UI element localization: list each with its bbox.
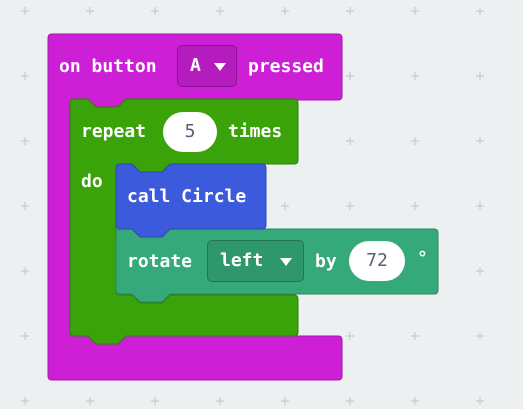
event-prefix-label: on button [59,56,157,77]
grid-plus-mark [476,332,484,340]
grid-plus-mark [281,202,289,210]
grid-plus-mark [476,7,484,15]
rotate-label: rotate [127,251,193,272]
grid-plus-mark [346,202,354,210]
call-circle-label: call Circle [127,186,247,207]
do-label: do [81,171,103,192]
grid-plus-mark [151,397,159,405]
grid-plus-mark [411,332,419,340]
rotate-degrees-input[interactable]: 72 [349,241,405,281]
rotate-direction-value: left [220,250,264,271]
grid-plus-mark [411,202,419,210]
degree-unit-label: ° [417,248,428,269]
grid-plus-mark [346,332,354,340]
rotate-direction-dropdown[interactable]: left [207,240,304,282]
grid-plus-mark [151,7,159,15]
grid-plus-mark [476,72,484,80]
grid-plus-mark [346,137,354,145]
grid-plus-mark [346,7,354,15]
repeat-block[interactable] [69,98,299,345]
grid-plus-mark [346,72,354,80]
repeat-count-input[interactable]: 5 [163,112,217,152]
grid-plus-mark [21,267,29,275]
grid-plus-mark [21,72,29,80]
grid-plus-mark [476,137,484,145]
chevron-down-icon [214,63,226,71]
grid-plus-mark [216,7,224,15]
grid-plus-mark [346,397,354,405]
grid-plus-mark [411,72,419,80]
grid-plus-mark [476,397,484,405]
button-selector-dropdown[interactable]: A [177,45,237,87]
grid-plus-mark [281,7,289,15]
grid-plus-mark [281,397,289,405]
grid-plus-mark [411,137,419,145]
grid-plus-mark [21,397,29,405]
grid-plus-mark [21,332,29,340]
event-suffix-label: pressed [248,56,324,77]
by-label: by [315,251,337,272]
chevron-down-icon [280,258,292,266]
grid-plus-mark [86,7,94,15]
call-circle-block[interactable] [115,163,267,238]
grid-plus-mark [411,397,419,405]
grid-plus-mark [216,397,224,405]
grid-plus-mark [476,267,484,275]
grid-plus-mark [411,7,419,15]
button-selector-value: A [190,55,201,76]
grid-plus-mark [476,202,484,210]
repeat-suffix-label: times [228,121,283,142]
grid-plus-mark [86,397,94,405]
grid-plus-mark [21,137,29,145]
repeat-label: repeat [81,121,147,142]
grid-plus-mark [21,202,29,210]
grid-plus-mark [21,7,29,15]
